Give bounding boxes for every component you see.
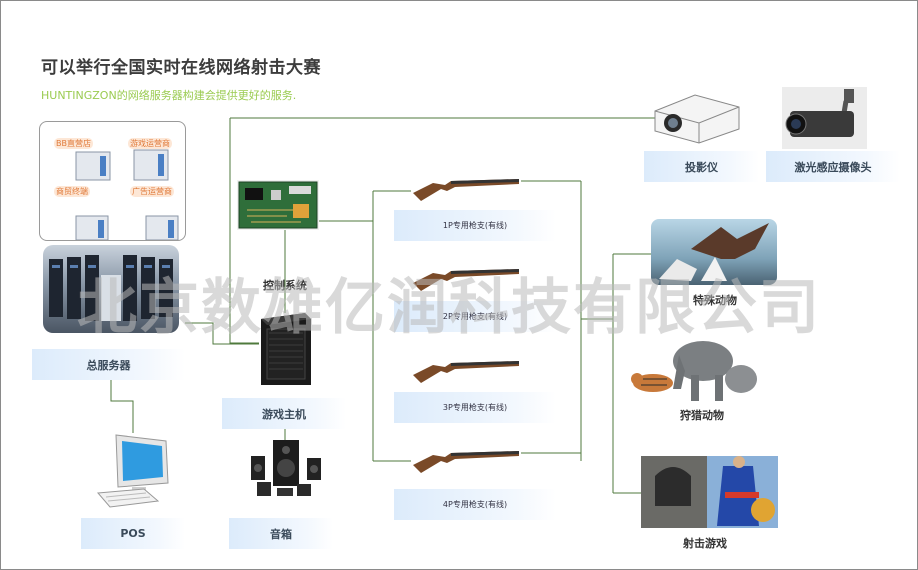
cluster-tag-1: BB直营店 <box>54 138 93 149</box>
gun-2-label: 2P专用枪支(有线) <box>394 301 556 332</box>
page-title: 可以举行全国实时在线网络射击大赛 <box>41 58 321 78</box>
shooting-game-label: 射击游戏 <box>683 537 727 550</box>
shooting-game-image <box>641 456 778 528</box>
cluster-box-1 <box>75 151 111 181</box>
special-animal-image <box>651 219 777 285</box>
gun-1-label: 1P专用枪支(有线) <box>394 210 556 241</box>
server-cluster-panel: BB直营店 游戏运营商 商贸终端 广告运营商 <box>39 121 186 241</box>
game-host-image <box>257 311 313 387</box>
hunting-animal-image <box>629 331 761 407</box>
control-system-image <box>237 180 319 230</box>
server-cluster-graphic <box>75 149 179 241</box>
game-host-label: 游戏主机 <box>222 398 346 429</box>
line-server-to-pos <box>110 379 134 433</box>
line-server-to-host <box>185 322 259 345</box>
page-subtitle: HUNTINGZON的网络服务器构建会提供更好的服务. <box>41 89 297 102</box>
data-center-image <box>43 245 179 333</box>
cluster-tag-4: 广告运营商 <box>130 186 174 197</box>
speaker-image <box>245 438 327 498</box>
gun-1-image <box>411 175 521 203</box>
projector-label: 投影仪 <box>644 151 759 182</box>
cluster-box-2 <box>133 149 169 181</box>
line-control-left <box>229 118 259 344</box>
gun-2-image <box>411 265 521 293</box>
speaker-label: 音箱 <box>229 518 333 549</box>
cluster-tag-2: 游戏运营商 <box>128 138 172 149</box>
gun-3-image <box>411 357 521 385</box>
laser-camera-label: 激光感应摄像头 <box>766 151 900 182</box>
pos-computer-image <box>94 431 174 511</box>
special-animal-label: 特殊动物 <box>693 294 737 307</box>
gun-3-label: 3P专用枪支(有线) <box>394 392 556 423</box>
laser-camera-image <box>782 87 867 149</box>
gun-4-label: 4P专用枪支(有线) <box>394 489 556 520</box>
total-server-label: 总服务器 <box>32 349 185 380</box>
hunting-animal-label: 狩猎动物 <box>680 409 724 422</box>
cluster-box-4 <box>145 215 179 241</box>
pos-label: POS <box>81 518 185 549</box>
cluster-box-3 <box>75 215 109 241</box>
cluster-tag-3: 商贸终端 <box>54 186 90 197</box>
gun-4-image <box>411 447 521 475</box>
control-system-label: 控制系统 <box>263 279 307 292</box>
projector-image <box>651 89 743 147</box>
